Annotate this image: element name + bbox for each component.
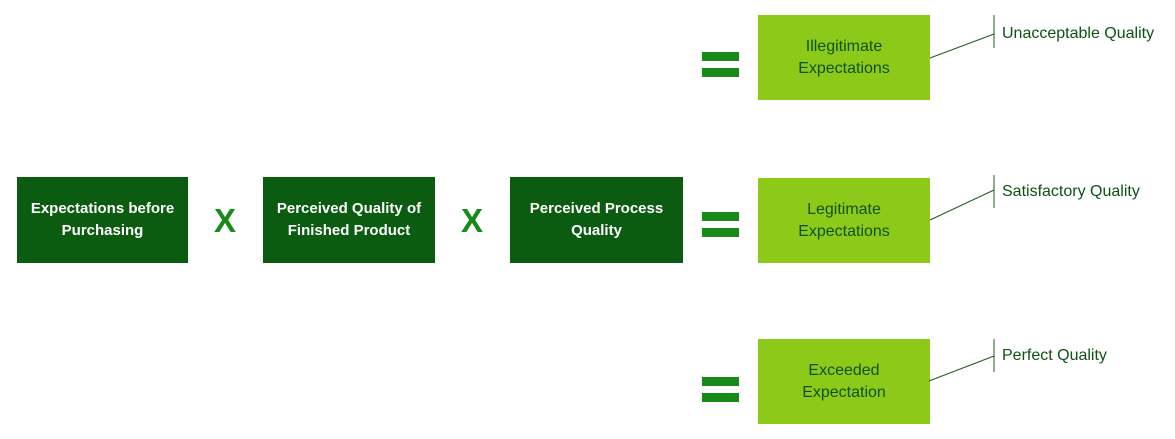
- connector-line-middle: [929, 189, 995, 221]
- equals-operator-top: [702, 52, 739, 77]
- result-box-label-line1: Exceeded: [808, 361, 880, 379]
- factor-box-label-line1: Perceived Quality of: [276, 200, 422, 217]
- result-box-legitimate-expectations: Legitimate Expectations: [758, 178, 930, 263]
- equals-bar: [702, 68, 739, 77]
- factor-box-label-line1: Perceived Process: [529, 200, 664, 217]
- equals-bar: [702, 228, 739, 237]
- result-box-label-line2: Expectations: [798, 222, 890, 240]
- connector-line-top: [929, 33, 995, 59]
- equals-bar: [702, 52, 739, 61]
- quality-label-unacceptable: Unacceptable Quality: [1002, 25, 1155, 42]
- factor-box-label-line2: Quality: [571, 222, 622, 239]
- equals-bar: [702, 212, 739, 221]
- equals-bar: [702, 393, 739, 402]
- result-box-label-line1: Illegitimate: [805, 37, 883, 55]
- result-box-label-line2: Expectations: [798, 59, 890, 77]
- result-box-label-line1: Legitimate: [807, 200, 881, 218]
- result-box-label-line2: Expectation: [802, 383, 886, 401]
- factor-box-perceived-process-quality: Perceived Process Quality: [510, 177, 683, 263]
- factor-box-perceived-quality-finished-product: Perceived Quality of Finished Product: [263, 177, 435, 263]
- factor-box-expectations-before-purchasing: Expectations before Purchasing: [17, 177, 188, 263]
- equals-operator-bottom: [702, 377, 739, 402]
- multiply-operator-2: X: [460, 202, 483, 239]
- multiply-operator-1: X: [213, 202, 236, 239]
- equals-bar: [702, 377, 739, 386]
- quality-label-perfect: Perfect Quality: [1002, 347, 1107, 364]
- quality-label-satisfactory: Satisfactory Quality: [1002, 183, 1140, 200]
- factor-box-label-line2: Finished Product: [287, 222, 411, 239]
- result-box-exceeded-expectation: Exceeded Expectation: [758, 339, 930, 424]
- equals-operator-middle: [702, 212, 739, 237]
- result-box-illegitimate-expectations: Illegitimate Expectations: [758, 15, 930, 100]
- factor-box-label-line1: Expectations before: [30, 200, 175, 217]
- factor-box-label-line2: Purchasing: [61, 222, 144, 239]
- connector-line-bottom: [928, 355, 995, 382]
